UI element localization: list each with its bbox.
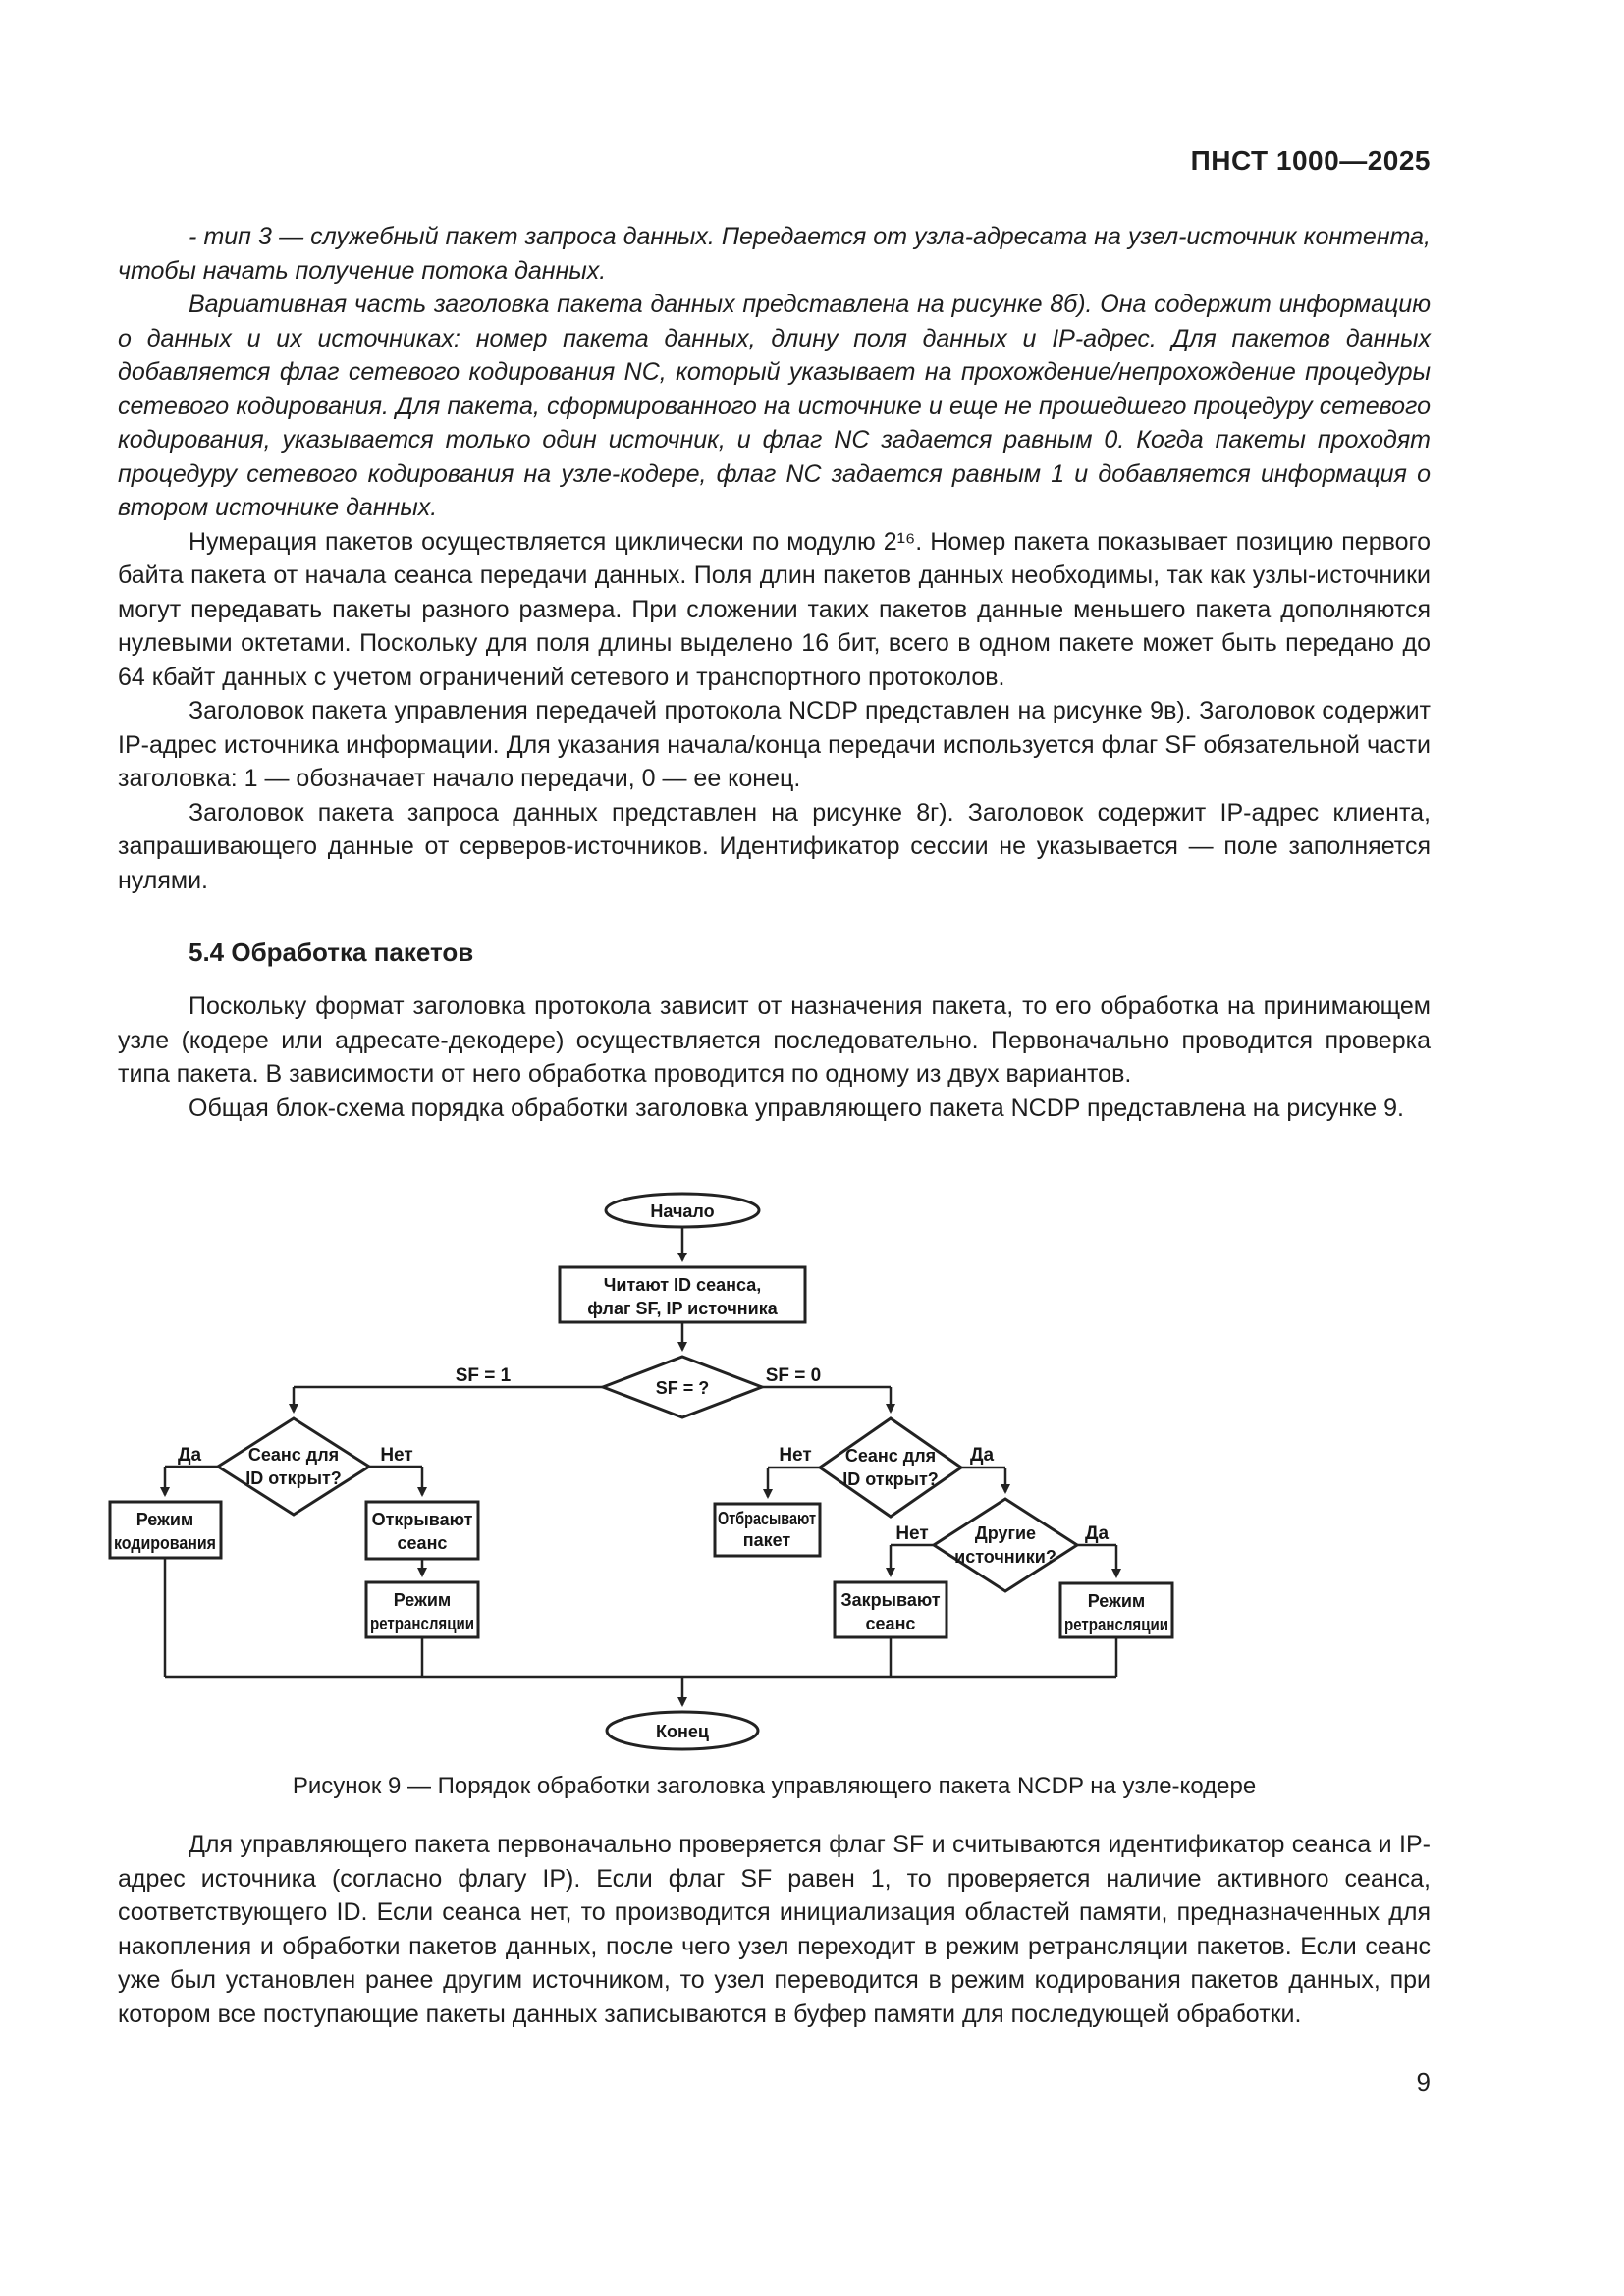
paragraph-type3: - тип 3 — служебный пакет запроса данных…: [118, 223, 1431, 285]
branch-sf0-label: SF = 0: [766, 1365, 822, 1386]
other-sources-line1: Другие: [975, 1523, 1036, 1543]
close-session-box: [833, 1580, 948, 1639]
other-sources-line2: источники?: [954, 1547, 1056, 1567]
open-session-line1: Открывают: [372, 1510, 473, 1529]
session-right-line1: Сеанс для: [845, 1446, 936, 1466]
session-left-line2: ID открыт?: [245, 1468, 342, 1488]
read-header-line2: флаг SF, IP источника: [587, 1299, 779, 1318]
paragraph-variative-header: Вариативная часть заголовка пакета данны…: [118, 291, 1431, 521]
end-terminator: [605, 1710, 760, 1751]
branch-yes-left: Да: [178, 1445, 202, 1466]
relay-right-line1: Режим: [1088, 1591, 1145, 1611]
document-code-header: ПНСТ 1000—2025: [1190, 145, 1431, 176]
open-session-line2: сеанс: [398, 1533, 448, 1553]
open-session-box: [364, 1500, 480, 1561]
paragraph-processing-intro: Поскольку формат заголовка протокола зав…: [118, 992, 1431, 1088]
end-label: Конец: [656, 1722, 709, 1741]
branch-no-left: Нет: [380, 1445, 412, 1466]
relay-mode-right-box: [1058, 1581, 1174, 1639]
sf-check-label: SF = ?: [656, 1378, 710, 1398]
session-left-line1: Сеанс для: [248, 1445, 339, 1465]
close-session-line1: Закрывают: [840, 1590, 940, 1610]
body-text-block-1: - тип 3 — служебный пакет запроса данных…: [118, 220, 1431, 897]
paragraph-scheme-ref: Общая блок-схема порядка обработки загол…: [189, 1094, 1405, 1122]
page-number: 9: [1416, 2067, 1431, 2097]
paragraph-control-processing: Для управляющего пакета первоначально пр…: [118, 1831, 1431, 2028]
session-right-line2: ID открыт?: [842, 1469, 939, 1489]
flowchart-figure-9: Начало Читают ID сеанса, флаг SF, IP ист…: [108, 1192, 1174, 1751]
branch-yes-right: Да: [970, 1445, 995, 1466]
section-heading-5-4: 5.4 Обработка пакетов: [189, 937, 474, 967]
paragraph-control-header: Заголовок пакета управления передачей пр…: [118, 697, 1431, 792]
other-sources-decision: [931, 1497, 1080, 1593]
relay-right-line2: ретрансляции: [1064, 1615, 1168, 1634]
branch-yes-other: Да: [1085, 1523, 1110, 1544]
session-open-decision-left: [215, 1416, 372, 1517]
start-terminator: [604, 1192, 761, 1229]
encode-mode-line2: кодирования: [114, 1533, 216, 1553]
branch-no-other: Нет: [895, 1523, 928, 1544]
discard-line2: пакет: [743, 1530, 791, 1550]
encode-mode-line1: Режим: [136, 1510, 193, 1529]
body-text-block-2: Поскольку формат заголовка протокола зав…: [118, 989, 1431, 1125]
body-text-block-3: Для управляющего пакета первоначально пр…: [118, 1828, 1431, 2031]
relay-mode-left-box: [364, 1580, 480, 1639]
start-label: Начало: [650, 1201, 714, 1221]
close-session-line2: сеанс: [866, 1614, 916, 1633]
branch-sf1-label: SF = 1: [456, 1365, 512, 1386]
relay-left-line1: Режим: [394, 1590, 451, 1610]
discard-line1: Отбрасывают: [718, 1509, 816, 1528]
flowchart-connectors: [160, 1227, 1121, 1707]
sf-decision-diamond: [598, 1355, 767, 1419]
relay-left-line2: ретрансляции: [370, 1614, 474, 1633]
figure-caption: Рисунок 9 — Порядок обработки заголовка …: [292, 1773, 1257, 1799]
paragraph-numbering: Нумерация пакетов осуществляется цикличе…: [118, 527, 1431, 691]
paragraph-request-header: Заголовок пакета запроса данных представ…: [118, 798, 1431, 894]
discard-packet-box: [713, 1502, 822, 1558]
encode-mode-box: [108, 1500, 223, 1560]
branch-no-right: Нет: [779, 1445, 811, 1466]
session-open-decision-right: [817, 1416, 964, 1519]
read-header-box: [558, 1265, 807, 1324]
read-header-line1: Читают ID сеанса,: [604, 1275, 761, 1295]
